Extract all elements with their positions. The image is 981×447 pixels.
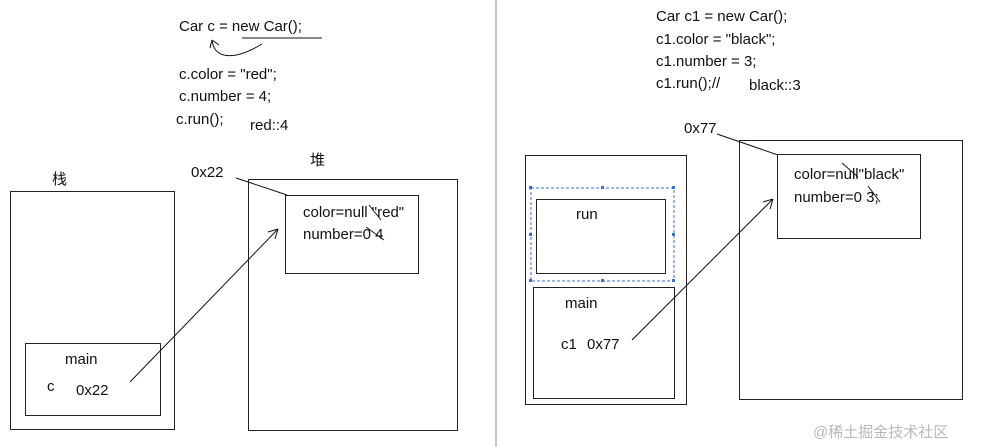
heap-color-field-c1: color=null"black" bbox=[794, 166, 905, 183]
heap-object bbox=[285, 195, 419, 274]
main-frame-name: main bbox=[65, 351, 98, 368]
code-line-number-c1: c1.number = 3; bbox=[656, 53, 757, 70]
main-frame bbox=[25, 343, 161, 416]
null-strike-right bbox=[841, 162, 859, 178]
stack-var-value-c1: 0x77 bbox=[587, 336, 620, 353]
heap-object-right bbox=[777, 154, 921, 239]
zero-strike-right bbox=[867, 185, 881, 203]
stack-var-name-c1: c1 bbox=[561, 336, 577, 353]
null-strike-left bbox=[368, 204, 382, 221]
watermark: @稀土掘金技术社区 bbox=[813, 424, 949, 441]
run-frame bbox=[536, 199, 666, 274]
heap-area bbox=[248, 179, 458, 431]
code-line-color-c1: c1.color = "black"; bbox=[656, 31, 776, 48]
zero-strike-left bbox=[365, 226, 385, 241]
heap-color-field: color=null "red" bbox=[303, 204, 405, 221]
selection-handles bbox=[529, 186, 675, 282]
stack-area bbox=[10, 191, 175, 430]
code-line-run-c1: c1.run();// bbox=[656, 75, 721, 92]
heap-label: 堆 bbox=[310, 152, 326, 169]
arrowhead-left bbox=[267, 228, 279, 240]
code-line-number: c.number = 4; bbox=[179, 88, 272, 105]
heap-address-label-c1: 0x77 bbox=[684, 120, 717, 137]
address-leader-right bbox=[716, 133, 779, 156]
code-line-new-car: Car c = new Car(); bbox=[179, 18, 302, 35]
run-output-c1: black::3 bbox=[749, 77, 801, 94]
heap-address-label: 0x22 bbox=[191, 164, 224, 181]
main-frame-right bbox=[533, 287, 675, 399]
main-frame-name-right: main bbox=[565, 295, 598, 312]
reference-arrow-right bbox=[631, 198, 774, 341]
arrowhead-right bbox=[762, 198, 774, 210]
stack-var-name: c bbox=[47, 378, 55, 395]
run-output: red::4 bbox=[250, 117, 289, 134]
code-line-run: c.run(); bbox=[176, 111, 224, 128]
curve-mark bbox=[211, 39, 263, 57]
heap-number-field: number=0 4 bbox=[303, 226, 384, 243]
heap-number-field-c1: number=0 3; bbox=[794, 189, 879, 206]
code-line-color: c.color = "red"; bbox=[179, 66, 277, 83]
curve-mark-tip bbox=[209, 39, 220, 49]
stack-label: 栈 bbox=[52, 171, 68, 188]
code-line-new-car-c1: Car c1 = new Car(); bbox=[656, 8, 788, 25]
heap-area-right bbox=[739, 140, 963, 400]
run-frame-name: run bbox=[576, 206, 598, 223]
reference-arrow-left bbox=[129, 228, 279, 383]
stack-var-value: 0x22 bbox=[76, 382, 109, 399]
stack-area-right bbox=[525, 155, 687, 405]
address-leader-left bbox=[235, 177, 288, 196]
